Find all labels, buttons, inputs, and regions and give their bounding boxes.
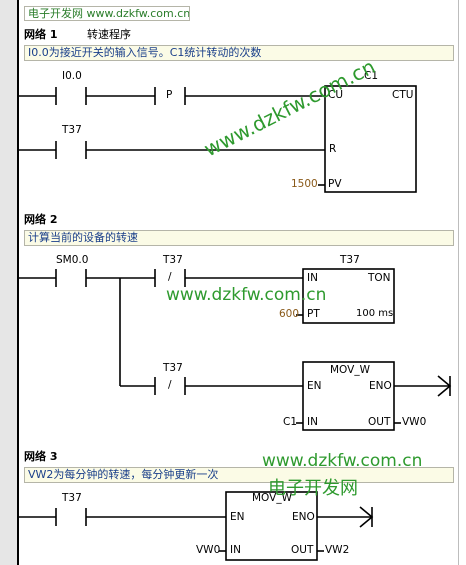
watermark-chinese: 电子开发网	[268, 478, 358, 499]
network1-contact-t37-label[interactable]: T37	[62, 124, 82, 136]
network1-cu-pin: CU	[328, 89, 344, 101]
network3-mov-in-value[interactable]: VW0	[196, 544, 221, 556]
network1-ctu-label: CTU	[392, 89, 414, 101]
network2-mov-out-pin: OUT	[368, 416, 391, 428]
network2-timer-name[interactable]: T37	[340, 254, 360, 266]
network2-mov-in-value[interactable]: C1	[283, 416, 298, 428]
network1-wires	[18, 85, 417, 193]
network2-comment[interactable]: 计算当前的设备的转速	[24, 230, 454, 246]
network2-timer-ton-label: TON	[368, 272, 391, 284]
network2-timer-pt-pin: PT	[307, 308, 320, 320]
network2-mov-eno-pin: ENO	[369, 380, 392, 392]
network3-title[interactable]: 网络 3	[24, 450, 58, 463]
network2-timer-resolution: 100 ms	[356, 308, 394, 319]
network1-counter-name[interactable]: C1	[364, 70, 379, 82]
network1-comment[interactable]: I0.0为接近开关的输入信号。C1统计转动的次数	[24, 45, 454, 61]
network3-mov-out-value[interactable]: VW2	[325, 544, 350, 556]
network1-description[interactable]: 转速程序	[87, 28, 131, 41]
network3-wires	[18, 491, 374, 561]
network3-mov-eno-pin: ENO	[292, 511, 315, 523]
network3-mov-in-pin: IN	[230, 544, 241, 556]
network2-contact-t37-label[interactable]: T37	[163, 254, 183, 266]
network2-mov-en-pin: EN	[307, 380, 322, 392]
network2-contact3-not-symbol: /	[168, 379, 172, 391]
network2-mov-title[interactable]: MOV_W	[330, 364, 370, 376]
top-banner: 电子开发网 www.dzkfw.com.cn	[24, 6, 190, 21]
network1-pv-value[interactable]: 1500	[291, 178, 318, 190]
network1-r-pin: R	[329, 143, 337, 155]
network3-mov-en-pin: EN	[230, 511, 245, 523]
network2-wires	[18, 268, 452, 431]
network2-title[interactable]: 网络 2	[24, 213, 58, 226]
watermark-middle: www.dzkfw.com.cn	[166, 285, 327, 305]
network2-mov-in-pin: IN	[307, 416, 318, 428]
network2-contact-sm00-label[interactable]: SM0.0	[56, 254, 89, 266]
network2-timer-in-pin: IN	[307, 272, 318, 284]
network1-title[interactable]: 网络 1	[24, 28, 58, 41]
network2-contact3-t37-label[interactable]: T37	[163, 362, 183, 374]
network3-mov-title[interactable]: MOV_W	[252, 492, 292, 504]
network1-edge-p-label: P	[166, 89, 173, 101]
right-scrollbar[interactable]	[458, 0, 466, 565]
network3-mov-out-pin: OUT	[291, 544, 314, 556]
network3-contact-t37-label[interactable]: T37	[62, 492, 82, 504]
network2-mov-out-value[interactable]: VW0	[402, 416, 427, 428]
network1-pv-pin: PV	[328, 178, 342, 190]
network2-contact-not-symbol: /	[168, 271, 172, 283]
network1-contact-i00-label[interactable]: I0.0	[62, 70, 82, 82]
network2-timer-pt-value[interactable]: 600	[279, 308, 300, 320]
watermark-lower: www.dzkfw.com.cn	[262, 451, 423, 471]
network3-comment[interactable]: VW2为每分钟的转速，每分钟更新一次	[24, 467, 454, 483]
